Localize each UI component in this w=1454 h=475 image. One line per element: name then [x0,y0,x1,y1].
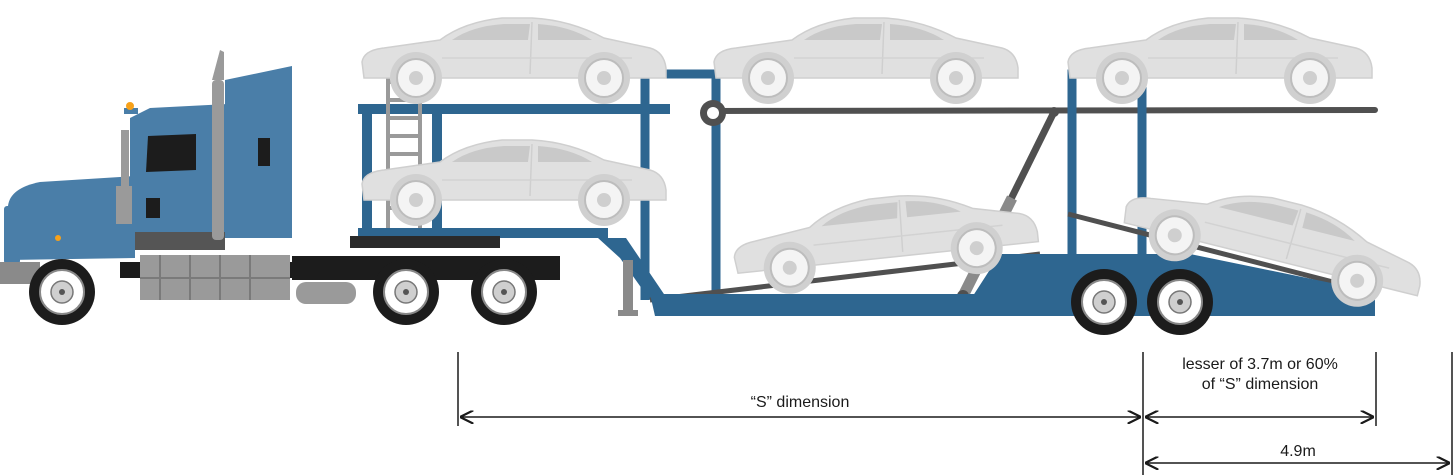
lesser-dimension-label-line2: of “S” dimension [1201,376,1319,393]
lesser-dimension-label-line1: lesser of 3.7m or 60% [1182,356,1338,373]
overhang-label: 4.9m [1280,443,1316,460]
s-dimension-label: “S” dimension [750,394,850,411]
dimension-lines [457,352,1453,475]
car-top-middle [713,17,1019,105]
car-top-front [361,17,667,105]
truck [0,50,560,326]
car-top-rear [1067,17,1373,105]
